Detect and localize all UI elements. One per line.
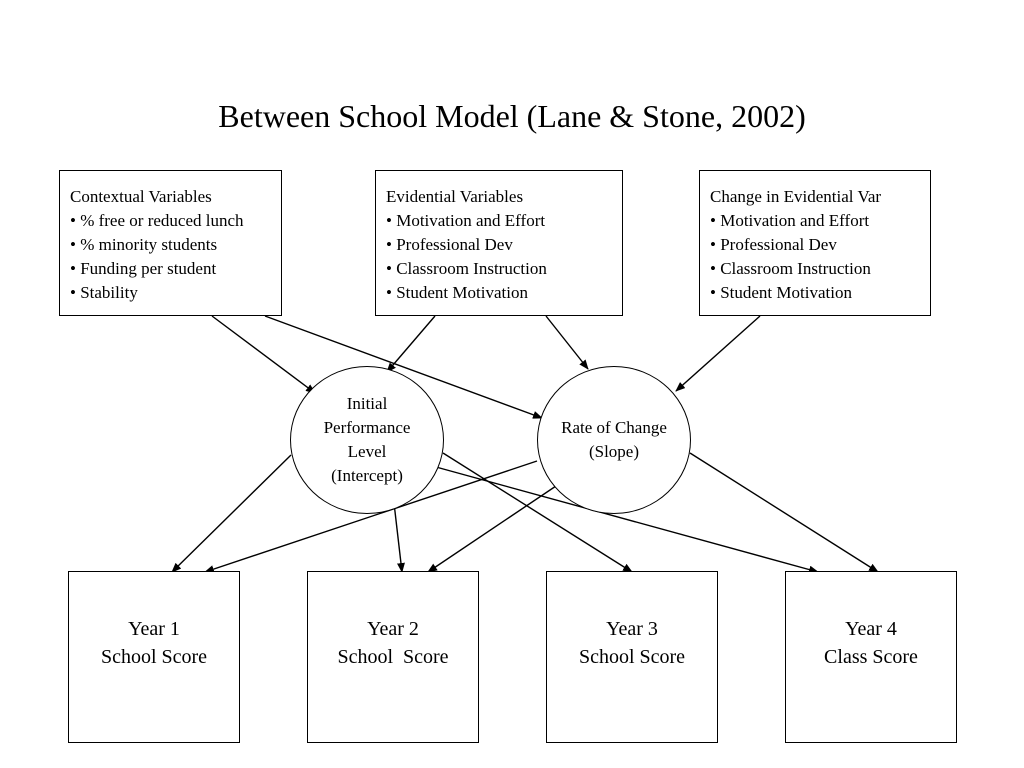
diagram-title: Between School Model (Lane & Stone, 2002… <box>218 98 806 134</box>
intercept-label-line: Initial <box>346 394 388 413</box>
year4-label: Year 4 <box>845 618 897 640</box>
year1-score-box: Year 1 School Score <box>68 571 240 743</box>
arrow-intercept-to-year2 <box>393 502 405 573</box>
arrow-slope-to-year2 <box>427 485 557 573</box>
arrow-intercept-to-year4 <box>435 466 819 574</box>
arrow-evidential-to-slope <box>545 315 589 370</box>
year2-score-label: School Score <box>337 646 449 668</box>
slope-circle: Rate of Change (Slope) <box>537 366 691 514</box>
change-item: Student Motivation <box>710 281 922 305</box>
evidential-item: Student Motivation <box>386 281 614 305</box>
evidential-item: Classroom Instruction <box>386 257 614 281</box>
change-in-evidential-heading: Change in Evidential Var <box>710 187 882 206</box>
intercept-label-line: (Intercept) <box>331 466 403 485</box>
change-in-evidential-box: Change in Evidential Var Motivation and … <box>699 170 931 316</box>
year4-score-label: Class Score <box>824 646 918 668</box>
year2-score-box: Year 2 School Score <box>307 571 479 743</box>
year3-score-box: Year 3 School Score <box>546 571 718 743</box>
intercept-label-line: Level <box>347 442 387 461</box>
change-item: Professional Dev <box>710 233 922 257</box>
year4-score-box: Year 4 Class Score <box>785 571 957 743</box>
contextual-variables-box: Contextual Variables % free or reduced l… <box>59 170 282 316</box>
year2-label: Year 2 <box>367 618 419 640</box>
arrow-slope-to-year1 <box>204 460 538 573</box>
change-item: Motivation and Effort <box>710 209 922 233</box>
arrow-evidential-to-intercept <box>386 315 436 373</box>
contextual-item: % minority students <box>70 233 273 257</box>
arrow-intercept-to-year1 <box>171 454 292 573</box>
year1-label: Year 1 <box>128 618 180 640</box>
change-item: Classroom Instruction <box>710 257 922 281</box>
evidential-item: Professional Dev <box>386 233 614 257</box>
evidential-variables-heading: Evidential Variables <box>386 187 524 206</box>
contextual-item: Stability <box>70 281 273 305</box>
arrow-contextual-to-slope <box>264 315 543 419</box>
evidential-item: Motivation and Effort <box>386 209 614 233</box>
year3-label: Year 3 <box>606 618 658 640</box>
slope-label-line: Rate of Change <box>561 418 667 437</box>
slope-label-line: (Slope) <box>588 442 640 461</box>
arrow-intercept-to-year3 <box>442 452 633 573</box>
contextual-variables-heading: Contextual Variables <box>70 187 212 206</box>
intercept-label-line: Performance <box>323 418 411 437</box>
contextual-item: % free or reduced lunch <box>70 209 273 233</box>
arrow-change-to-slope <box>675 315 761 392</box>
year3-score-label: School Score <box>578 646 686 668</box>
intercept-circle: Initial Performance Level (Intercept) <box>290 366 444 514</box>
contextual-item: Funding per student <box>70 257 273 281</box>
year1-score-label: School Score <box>100 646 208 668</box>
evidential-variables-box: Evidential Variables Motivation and Effo… <box>375 170 623 316</box>
arrow-slope-to-year4 <box>689 452 879 573</box>
arrow-contextual-to-intercept <box>211 315 316 394</box>
